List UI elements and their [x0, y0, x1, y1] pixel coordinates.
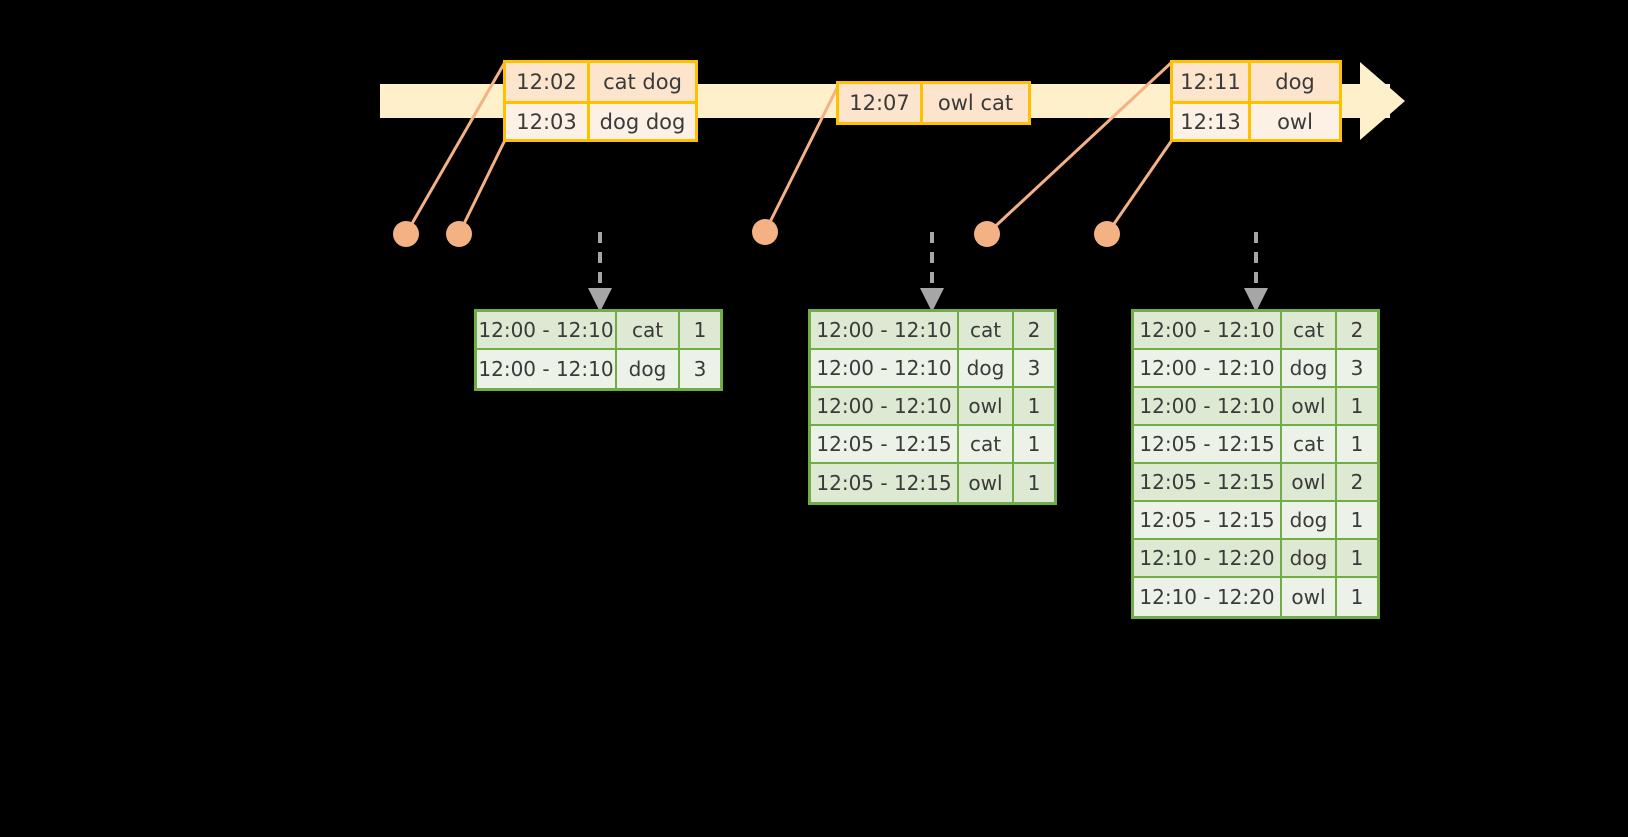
event-row: 12:02 cat dog [506, 63, 695, 101]
count-cell: 3 [1350, 356, 1364, 380]
count-cell: 1 [1350, 508, 1364, 532]
table-row: 12:05 - 12:15 cat 1 [811, 426, 1054, 464]
count-cell: 2 [1350, 470, 1364, 494]
window-cell: 12:10 - 12:20 [1134, 578, 1282, 616]
event-box-2[interactable]: 12:07 owl cat [836, 81, 1031, 125]
word-cell: cat [617, 312, 680, 348]
table-row: 12:00 - 12:10 cat 2 [1134, 312, 1377, 350]
window-cell: 12:00 - 12:10 [1134, 388, 1282, 424]
event-time: 12:13 [1173, 104, 1251, 139]
event-time: 12:02 [506, 63, 590, 101]
table-row: 12:00 - 12:10 owl 1 [1134, 388, 1377, 426]
event-time: 12:07 [839, 84, 923, 122]
window-cell: 12:00 - 12:10 [477, 312, 617, 348]
word-cell: owl [1282, 388, 1337, 424]
word-cell: cat [1282, 426, 1337, 462]
count-cell: 1 [693, 318, 707, 342]
count-cell: 2 [1350, 318, 1364, 342]
window-cell: 12:05 - 12:15 [1134, 464, 1282, 500]
table-row: 12:00 - 12:10 owl 1 [811, 388, 1054, 426]
word-cell: dog [1282, 540, 1337, 576]
event-words: cat dog [603, 70, 682, 94]
window-cell: 12:00 - 12:10 [811, 388, 959, 424]
event-time: 12:11 [1173, 63, 1251, 101]
window-cell: 12:05 - 12:15 [1134, 502, 1282, 538]
event-words: dog dog [599, 109, 686, 134]
word-cell: cat [1282, 312, 1337, 348]
table-row: 12:00 - 12:10 cat 1 [477, 312, 720, 350]
connector-dots [393, 219, 1120, 247]
connector-dot-3 [752, 219, 778, 245]
connector-dot-4 [974, 221, 1000, 247]
count-cell: 2 [1027, 318, 1041, 342]
table-row: 12:00 - 12:10 dog 3 [811, 350, 1054, 388]
event-words: dog [1275, 70, 1315, 94]
word-cell: dog [959, 350, 1014, 386]
window-cell: 12:05 - 12:15 [1134, 426, 1282, 462]
count-cell: 1 [1027, 471, 1041, 495]
window-cell: 12:10 - 12:20 [1134, 540, 1282, 576]
table-row: 12:05 - 12:15 dog 1 [1134, 502, 1377, 540]
count-cell: 3 [693, 357, 707, 381]
table-row: 12:05 - 12:15 cat 1 [1134, 426, 1377, 464]
event-time: 12:03 [506, 104, 590, 139]
window-cell: 12:00 - 12:10 [1134, 312, 1282, 348]
word-cell: owl [1282, 578, 1337, 616]
window-cell: 12:00 - 12:10 [1134, 350, 1282, 386]
connector-dot-1 [393, 221, 419, 247]
count-cell: 3 [1027, 356, 1041, 380]
window-cell: 12:00 - 12:10 [477, 350, 617, 388]
event-words: owl [1277, 109, 1313, 134]
event-row: 12:11 dog [1173, 63, 1339, 101]
word-cell: owl [959, 464, 1014, 502]
result-table-3[interactable]: 12:00 - 12:10 cat 2 12:00 - 12:10 dog 3 … [1131, 309, 1380, 619]
event-box-3[interactable]: 12:11 dog 12:13 owl [1170, 60, 1342, 142]
count-cell: 1 [1027, 394, 1041, 418]
word-cell: dog [1282, 502, 1337, 538]
event-words: owl cat [937, 91, 1014, 115]
window-cell: 12:00 - 12:10 [811, 350, 959, 386]
table-row: 12:05 - 12:15 owl 2 [1134, 464, 1377, 502]
flow-arrows [598, 232, 1258, 288]
word-cell: owl [959, 388, 1014, 424]
word-cell: cat [959, 312, 1014, 348]
window-cell: 12:05 - 12:15 [811, 426, 959, 462]
count-cell: 1 [1350, 394, 1364, 418]
count-cell: 1 [1350, 546, 1364, 570]
connector-dot-5 [1094, 221, 1120, 247]
count-cell: 1 [1350, 585, 1364, 609]
table-row: 12:05 - 12:15 owl 1 [811, 464, 1054, 502]
count-cell: 1 [1350, 432, 1364, 456]
window-cell: 12:05 - 12:15 [811, 464, 959, 502]
event-row: 12:13 owl [1173, 101, 1339, 139]
word-cell: cat [959, 426, 1014, 462]
result-table-2[interactable]: 12:00 - 12:10 cat 2 12:00 - 12:10 dog 3 … [808, 309, 1057, 505]
event-row: 12:07 owl cat [839, 84, 1028, 122]
connector-dot-2 [446, 221, 472, 247]
table-row: 12:10 - 12:20 dog 1 [1134, 540, 1377, 578]
word-cell: owl [1282, 464, 1337, 500]
result-table-1[interactable]: 12:00 - 12:10 cat 1 12:00 - 12:10 dog 3 [474, 309, 723, 391]
table-row: 12:00 - 12:10 dog 3 [1134, 350, 1377, 388]
word-cell: dog [1282, 350, 1337, 386]
count-cell: 1 [1027, 432, 1041, 456]
event-box-1[interactable]: 12:02 cat dog 12:03 dog dog [503, 60, 698, 142]
table-row: 12:10 - 12:20 owl 1 [1134, 578, 1377, 616]
word-cell: dog [617, 350, 680, 388]
table-row: 12:00 - 12:10 dog 3 [477, 350, 720, 388]
window-cell: 12:00 - 12:10 [811, 312, 959, 348]
table-row: 12:00 - 12:10 cat 2 [811, 312, 1054, 350]
event-row: 12:03 dog dog [506, 101, 695, 139]
